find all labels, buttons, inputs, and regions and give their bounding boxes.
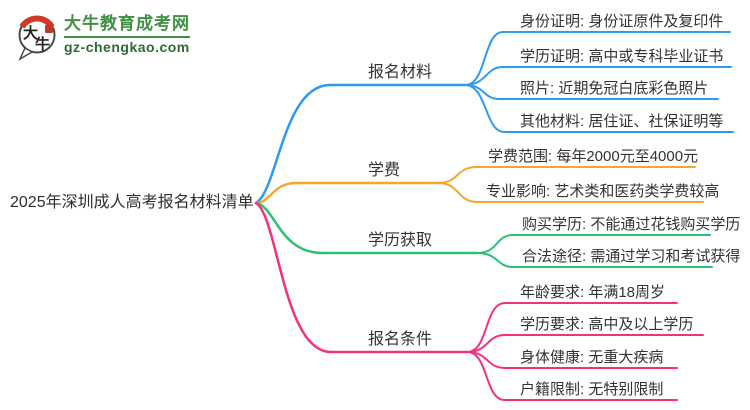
daniu-logo-icon: 大 牛 xyxy=(18,15,56,61)
child-node: 学历要求: 高中及以上学历 xyxy=(520,316,694,333)
branch-label-tuition: 学费 xyxy=(368,162,401,179)
child-node: 学历证明: 高中或专科毕业证书 xyxy=(520,48,724,65)
branch-label-materials: 报名材料 xyxy=(368,64,433,81)
logo-char-2: 牛 xyxy=(35,35,50,53)
branch-label-requirements: 报名条件 xyxy=(368,331,433,348)
root-node: 2025年深圳成人高考报名材料清单 xyxy=(10,194,254,211)
child-node: 专业影响: 艺术类和医药类学费较高 xyxy=(486,183,720,200)
branch-lines-degree xyxy=(254,201,713,268)
branch-lines-materials xyxy=(254,31,734,205)
logo-title: 大牛教育成考网 xyxy=(64,14,190,33)
logo-domain: gz-chengkao.com xyxy=(64,39,190,55)
child-node: 身体健康: 无重大疾病 xyxy=(520,349,664,366)
branch-label-degree: 学历获取 xyxy=(368,232,433,249)
child-node: 学费范围: 每年2000元至4000元 xyxy=(488,148,699,165)
child-node: 身份证明: 身份证原件及复印件 xyxy=(520,13,724,30)
branch-lines-requirements xyxy=(254,201,704,401)
child-node: 户籍限制: 无特别限制 xyxy=(520,381,664,398)
logo-char-1: 大 xyxy=(23,24,38,42)
child-node: 照片: 近期免冠白底彩色照片 xyxy=(520,80,709,97)
site-logo: 大 牛 大牛教育成考网 gz-chengkao.com xyxy=(16,13,190,61)
child-node: 年龄要求: 年满18周岁 xyxy=(520,284,666,301)
branch-lines-tuition xyxy=(254,166,704,205)
logo-seal xyxy=(45,25,53,33)
child-node: 购买学历: 不能通过花钱购买学历 xyxy=(522,216,741,233)
logo-text-block: 大牛教育成考网 gz-chengkao.com xyxy=(64,13,190,55)
logo-divider xyxy=(64,36,190,38)
child-node: 合法途径: 需通过学习和考试获得 xyxy=(522,248,741,265)
child-node: 其他材料: 居住证、社保证明等 xyxy=(520,113,724,130)
